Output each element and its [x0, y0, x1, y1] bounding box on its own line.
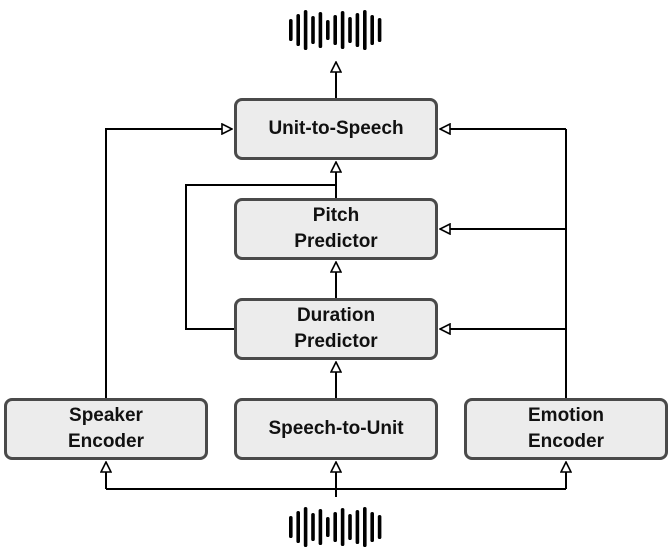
waveform-bar	[333, 512, 337, 542]
waveform-bar	[355, 510, 360, 544]
waveform-bar	[318, 12, 323, 48]
waveform-bar	[363, 507, 367, 547]
waveform-bar	[340, 508, 345, 546]
waveform-bar	[377, 18, 382, 42]
waveform-bar	[296, 14, 300, 46]
waveform-bar	[340, 11, 345, 49]
emotion-encoder-block: Emotion Encoder	[464, 398, 668, 460]
output-audio-waveform-icon	[289, 10, 382, 50]
waveform-bar	[370, 512, 374, 542]
waveform-bar	[311, 513, 315, 541]
waveform-bar	[370, 15, 374, 45]
waveform-bar	[333, 15, 337, 45]
speech-to-unit-block: Speech-to-Unit	[234, 398, 438, 460]
waveform-bar	[289, 19, 293, 41]
waveform-bar	[303, 507, 308, 547]
waveform-bar	[296, 511, 300, 543]
waveform-bar	[289, 516, 293, 538]
waveform-bar	[326, 20, 330, 40]
duration-predictor-block: Duration Predictor	[234, 298, 438, 360]
waveform-bar	[326, 517, 330, 537]
pitch-predictor-block: Pitch Predictor	[234, 198, 438, 260]
arrow-speaker-to-u2s	[105, 129, 232, 398]
waveform-bar	[363, 10, 367, 50]
waveform-bar	[377, 515, 382, 539]
waveform-bar	[348, 17, 352, 43]
waveform-bar	[311, 16, 315, 44]
speaker-encoder-block: Speaker Encoder	[4, 398, 208, 460]
waveform-bar	[355, 13, 360, 47]
unit-to-speech-block: Unit-to-Speech	[234, 98, 438, 160]
waveform-bar	[318, 509, 323, 545]
waveform-bar	[348, 514, 352, 540]
input-audio-waveform-icon	[289, 507, 382, 547]
duration-skip-line	[185, 184, 336, 330]
waveform-bar	[303, 10, 308, 50]
